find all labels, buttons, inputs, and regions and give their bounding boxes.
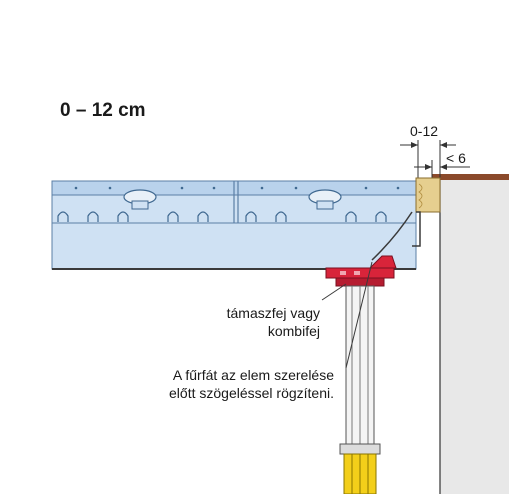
callout-nailing-line2: előtt szögeléssel rögzíteni. [169,385,334,401]
wall-top-cap [432,174,509,180]
dimension-gap-label: 0-12 [410,123,438,139]
panel-ribs [57,211,387,222]
nailing-leader [345,261,373,369]
prop-collar [339,443,381,455]
support-bracket [412,211,421,247]
nailing-leader-arm [371,211,413,261]
timber-filler [415,177,441,213]
dimension-max-label: < 6 [446,150,466,166]
panel-handles [123,189,342,210]
dimension-annotations: 0-12 < 6 [400,123,470,178]
callout-support-head-line1: támaszfej vagy [227,305,320,321]
diagram-title: 0 – 12 cm [60,100,146,121]
callout-support-head-line2: kombifej [268,323,320,339]
concrete-wall [432,174,509,494]
floor-prop [339,285,381,494]
formwork-panel [51,180,417,270]
support-head-leader [321,283,347,301]
callout-nailing-line1: A fűrfát az elem szerelése [173,367,334,383]
